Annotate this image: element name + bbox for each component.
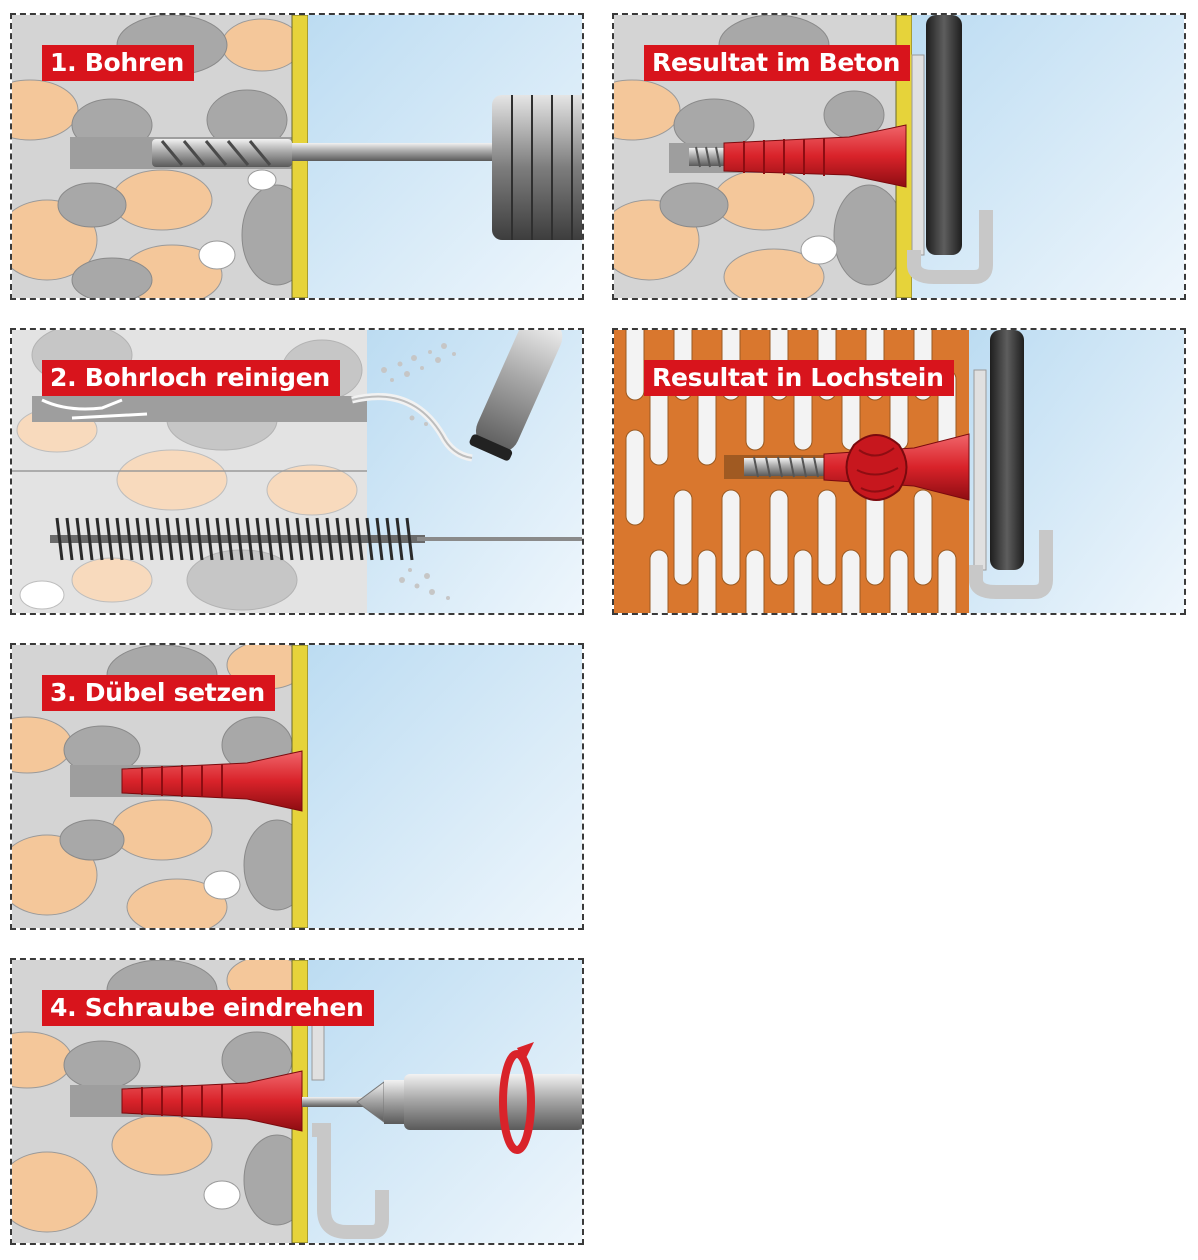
step-1-label: 1. Bohren — [42, 45, 195, 81]
step-4-label: 4. Schraube eindrehen — [42, 990, 374, 1026]
step-2-cleaning-panel: 2. Bohrloch reinigen — [10, 328, 584, 615]
result-perforated-brick-panel: Resultat in Lochstein — [612, 328, 1186, 615]
concrete-result-illustration — [614, 15, 1184, 298]
step-4-screw-panel: 4. Schraube eindrehen — [10, 958, 584, 1245]
result-concrete-label: Resultat im Beton — [644, 45, 911, 81]
step-3-insert-dowel-panel: 3. Dübel setzen — [10, 643, 584, 930]
step-2-label: 2. Bohrloch reinigen — [42, 360, 340, 396]
result-perforated-brick-label: Resultat in Lochstein — [644, 360, 954, 396]
step-3-label: 3. Dübel setzen — [42, 675, 275, 711]
step-1-drilling-panel: 1. Bohren — [10, 13, 584, 300]
result-concrete-panel: Resultat im Beton — [612, 13, 1186, 300]
